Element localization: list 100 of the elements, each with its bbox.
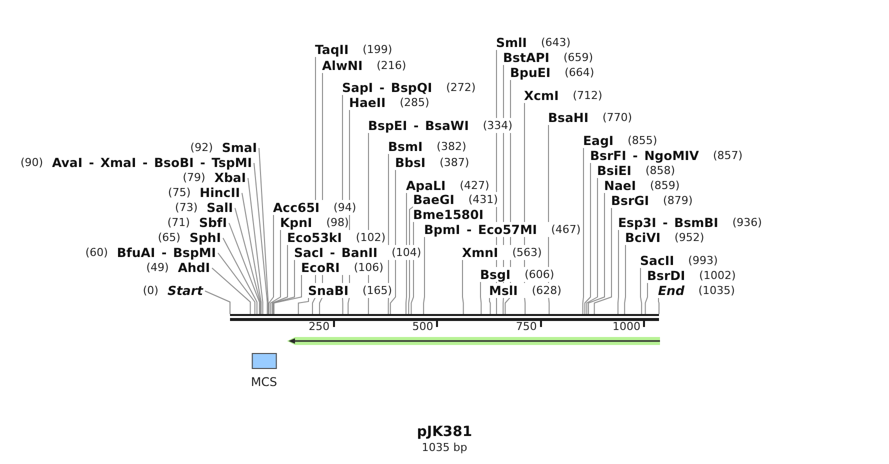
enzyme-name: HincII: [200, 184, 240, 200]
enzyme-name: KpnI: [280, 214, 312, 230]
enzyme-name: Eco53kI: [287, 230, 342, 244]
scale-label: 750: [516, 320, 537, 334]
enzyme-name: SphI: [189, 230, 221, 244]
leader-line: [423, 236, 425, 314]
leader-line: [254, 162, 268, 314]
leader-line: [273, 274, 302, 314]
enzyme-name: BaeGI: [413, 192, 454, 206]
leader-line: [588, 192, 605, 314]
site-position: (106): [354, 260, 384, 274]
leader-line: [390, 169, 396, 314]
leader-line: [624, 244, 626, 314]
leader-line: [462, 259, 464, 314]
site-position: (94): [334, 200, 356, 214]
leader-line: [480, 281, 482, 314]
site-position: (102): [356, 230, 386, 244]
site-position: (79): [182, 170, 206, 184]
sequence-length: 1035 bp: [422, 441, 468, 454]
site-position: (65): [158, 230, 180, 244]
leader-line: [658, 297, 660, 314]
feature-label: MCS: [250, 375, 278, 389]
leader-line: [640, 267, 642, 314]
site-position: (92): [190, 140, 213, 154]
site-position: (1002): [699, 268, 736, 282]
leader-line: [270, 229, 281, 314]
leader-line: [222, 238, 258, 314]
leader-line: [644, 282, 648, 314]
enzyme-name: SacII: [640, 252, 674, 268]
site-position: (664): [564, 64, 594, 80]
enzyme-name: XbaI: [214, 170, 246, 184]
enzyme-name: SmlI: [496, 34, 527, 50]
leader-line: [586, 177, 598, 314]
site-position: (563): [512, 244, 542, 260]
site-position: (606): [524, 266, 554, 282]
enzyme-name: AhdI: [178, 260, 210, 274]
leader-line: [212, 268, 251, 314]
leader-line: [248, 178, 264, 314]
enzyme-name: BpmI - Eco57MI: [424, 222, 538, 236]
site-position: (858): [645, 163, 676, 178]
enzyme-name: AlwNI: [322, 58, 363, 72]
feature-annotation: [287, 337, 660, 345]
site-position: (0): [142, 282, 158, 298]
scale-label: 250: [308, 320, 330, 334]
site-position: (431): [468, 192, 498, 206]
site-position: (49): [146, 260, 169, 274]
site-position: (285): [400, 95, 430, 110]
enzyme-name: BsgI: [480, 266, 511, 282]
site-position: (75): [168, 184, 191, 200]
enzyme-name: Bme1580I: [413, 206, 484, 222]
enzyme-name: SacI - BanII: [294, 244, 378, 260]
site-position: (199): [362, 42, 392, 56]
map-end-label: End: [658, 282, 684, 298]
site-position: (993): [688, 252, 718, 268]
enzyme-name: BfuAI - BspMI: [116, 244, 216, 260]
scale-label: 500: [412, 320, 434, 334]
enzyme-name: SapI - BspQI: [342, 80, 432, 94]
site-position: (1035): [698, 282, 735, 298]
leader-line: [228, 222, 260, 314]
leader-line: [594, 207, 612, 314]
leader-line: [298, 297, 309, 314]
leader-line: [406, 192, 407, 314]
enzyme-name: EagI: [583, 132, 614, 148]
leader-line: [272, 259, 295, 314]
map-title: pJK381: [416, 424, 472, 441]
site-position: (71): [167, 214, 190, 230]
leader-line: [218, 252, 256, 314]
leader-line: [272, 244, 288, 314]
enzyme-name: EcoRI: [301, 260, 340, 274]
enzyme-name: BsaHI: [548, 110, 589, 124]
leader-line: [617, 229, 619, 314]
enzyme-name: BciVI: [625, 230, 661, 244]
leader-line: [234, 208, 261, 314]
enzyme-name: Acc65I: [273, 200, 320, 214]
site-position: (643): [540, 34, 571, 50]
leader-line: [584, 162, 591, 314]
leader-line: [258, 148, 269, 314]
site-position: (628): [532, 282, 562, 298]
site-position: (98): [326, 214, 349, 230]
site-position: (857): [712, 148, 743, 162]
enzyme-name: BsrDI: [647, 268, 686, 282]
enzyme-name: ApaLI: [406, 178, 446, 192]
site-position: (659): [563, 50, 594, 64]
enzyme-name: BstAPI: [503, 50, 550, 64]
enzyme-name: SnaBI: [308, 282, 349, 298]
site-position: (104): [392, 244, 422, 260]
site-position: (859): [650, 178, 680, 192]
site-position: (855): [628, 132, 658, 148]
site-position: (334): [482, 118, 512, 132]
site-position: (216): [376, 58, 406, 72]
scale-label: 1000: [612, 320, 640, 334]
enzyme-name: BspEI - BsaWI: [368, 118, 469, 132]
enzyme-name: BpuEI: [510, 64, 551, 80]
enzyme-name: BsrGI: [611, 192, 650, 208]
enzyme-name: XmnI: [462, 244, 498, 260]
site-position: (60): [85, 244, 108, 260]
site-position: (382): [436, 138, 466, 154]
enzyme-name: HaeII: [349, 94, 386, 110]
dna-backbone: [230, 314, 659, 321]
site-position: (427): [460, 178, 490, 192]
